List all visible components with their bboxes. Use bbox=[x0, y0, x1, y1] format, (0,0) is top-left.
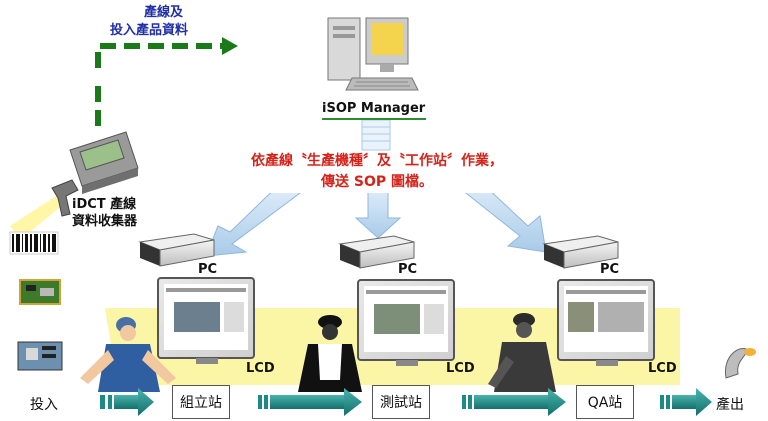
flow-arrow-3 bbox=[462, 388, 566, 416]
pc-box-2 bbox=[338, 235, 415, 269]
lcd-label-2: LCD bbox=[446, 361, 475, 376]
motherboard-image bbox=[17, 341, 63, 371]
station-assembly: 組立站 bbox=[172, 385, 230, 419]
data-upload-arrow bbox=[95, 37, 238, 126]
collector-label-line2: 資料收集器 bbox=[72, 214, 138, 229]
station-test: 測試站 bbox=[372, 385, 430, 419]
assembly-worker-figure bbox=[80, 317, 176, 392]
test-worker-figure bbox=[298, 315, 362, 392]
output-label: 產出 bbox=[716, 397, 744, 413]
collector-label-line1: iDCT 產線 bbox=[72, 197, 137, 212]
lcd-label-1: LCD bbox=[246, 361, 275, 376]
lcd-monitor-2 bbox=[357, 279, 455, 366]
pc-label-2: PC bbox=[398, 262, 418, 277]
data-upload-note-line2: 投入產品資料 bbox=[110, 23, 189, 38]
lcd-label-3: LCD bbox=[648, 361, 677, 376]
station-qa: QA站 bbox=[576, 385, 634, 419]
circuit-board-image bbox=[19, 279, 61, 305]
pc-label-1: PC bbox=[198, 262, 218, 277]
flow-arrow-2 bbox=[258, 388, 362, 416]
flow-arrow-1 bbox=[100, 388, 154, 416]
data-upload-note: 產線及 投入產品資料 bbox=[110, 4, 188, 40]
collector-label: iDCT 產線 資料收集器 bbox=[72, 196, 137, 230]
data-collector-device bbox=[69, 131, 139, 194]
lcd-monitor-1 bbox=[157, 277, 255, 364]
data-upload-note-line1: 產線及 bbox=[144, 5, 184, 20]
flow-arrow-4 bbox=[660, 388, 712, 416]
manager-connector bbox=[361, 119, 391, 151]
sop-transfer-banner: 依產線〝生產機種〞及〝工作站〞作業， 傳送 SOP 圖檔。 bbox=[212, 151, 542, 193]
barcode bbox=[9, 231, 59, 255]
barcode-scanner bbox=[10, 179, 79, 240]
isop-manager-label: iSOP Manager bbox=[322, 101, 426, 116]
output-product-icon bbox=[724, 348, 756, 379]
isop-manager-underline bbox=[322, 118, 426, 120]
sop-transfer-banner-line2: 傳送 SOP 圖檔。 bbox=[321, 174, 433, 190]
pc-box-3 bbox=[542, 235, 619, 269]
pc-box-1 bbox=[138, 233, 215, 267]
input-label: 投入 bbox=[30, 397, 58, 413]
lcd-monitor-3 bbox=[557, 279, 655, 366]
sop-transfer-banner-line1: 依產線〝生產機種〞及〝工作站〞作業， bbox=[251, 153, 503, 169]
pc-label-3: PC bbox=[600, 262, 620, 277]
qa-worker-figure bbox=[488, 313, 556, 392]
isop-manager-computer bbox=[327, 17, 419, 91]
